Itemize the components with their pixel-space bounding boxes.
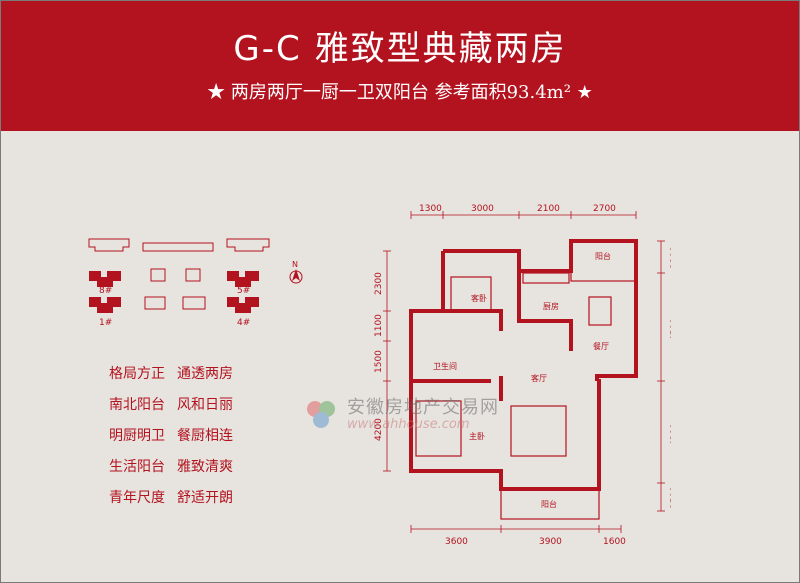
dim-bottom: 1600 (603, 537, 626, 547)
site-building (226, 238, 270, 252)
dim-top: 3000 (471, 204, 494, 214)
watermark: 安徽房地产交易网 www.ahhouse.com (301, 393, 521, 437)
header-banner: G-C 雅致型典藏两房 ★ 两房两厅一厨一卫双阳台 参考面积93.4m² ★ (1, 1, 799, 131)
dim-right: 4200 (670, 423, 671, 446)
room-label: 阳台 (595, 251, 611, 261)
feature-row: 青年尺度舒适开朗 (109, 487, 245, 518)
feature-item: 青年尺度 (109, 490, 165, 506)
feature-row: 格局方正通透两房 (109, 363, 245, 394)
wall (409, 251, 601, 491)
feature-item: 通透两房 (177, 366, 233, 382)
dim-right: 4500 (670, 318, 671, 341)
dim-bottom: 3600 (445, 537, 468, 547)
site-building (144, 296, 166, 310)
floor-plan: 1300 3000 2100 2700 3600 3900 1600 2300 … (374, 204, 671, 547)
site-building (182, 296, 206, 310)
watermark-text: 安徽房地产交易网 (347, 397, 499, 418)
wall (517, 271, 573, 351)
room-label: 卫生间 (433, 361, 457, 371)
dim-bottom: 3900 (539, 537, 562, 547)
feature-item: 舒适开朗 (177, 490, 233, 506)
dim-right: 1200 (670, 246, 671, 269)
feature-item: 明厨明卫 (109, 428, 165, 444)
feature-row: 明厨明卫餐厨相连 (109, 425, 245, 456)
room-label: 厨房 (543, 301, 559, 311)
feature-row: 生活阳台雅致清爽 (109, 456, 245, 487)
dining-table (588, 296, 612, 326)
feature-item: 格局方正 (109, 366, 165, 382)
site-building (88, 238, 130, 252)
room-label: 主卧 (469, 431, 485, 441)
sofa (510, 405, 567, 457)
feature-item: 餐厨相连 (177, 428, 233, 444)
site-building (185, 268, 201, 282)
balcony-outline (570, 240, 637, 282)
watermark-url: www.ahhouse.com (347, 417, 470, 432)
site-plan: N 8# 5# 1# 4# (88, 238, 303, 328)
site-building-8 (89, 271, 121, 287)
page-title: G-C 雅致型典藏两房 (233, 29, 567, 69)
building-label-8: 8# (99, 286, 112, 296)
site-building (142, 242, 214, 252)
feature-item: 南北阳台 (109, 397, 165, 413)
site-building-1 (89, 297, 121, 313)
dim-left: 4200 (374, 418, 384, 441)
feature-item: 雅致清爽 (177, 459, 233, 475)
bed (450, 276, 492, 312)
north-label: N (292, 260, 298, 269)
feature-list: 格局方正通透两房 南北阳台风和日丽 明厨明卫餐厨相连 生活阳台雅致清爽 青年尺度… (109, 363, 245, 518)
building-label-1: 1# (99, 318, 112, 328)
building-label-5: 5# (237, 286, 250, 296)
dim-left: 2300 (374, 272, 384, 295)
dim-left: 1500 (374, 350, 384, 373)
site-building-4 (227, 297, 259, 313)
site-building-5 (227, 271, 259, 287)
kitchen-counter (522, 272, 570, 284)
feature-item: 生活阳台 (109, 459, 165, 475)
dim-top: 2700 (593, 204, 616, 214)
bed (415, 400, 462, 457)
watermark-logo-icon (307, 401, 335, 428)
dim-right: 1500 (670, 486, 671, 509)
room-label: 餐厅 (593, 342, 609, 351)
dim-top: 1300 (419, 204, 442, 214)
wall (443, 309, 503, 331)
feature-item: 风和日丽 (177, 397, 233, 413)
building-label-4: 4# (237, 318, 250, 328)
dim-top: 2100 (537, 204, 560, 214)
balcony-outline (500, 488, 600, 520)
site-building (150, 268, 166, 282)
page-subtitle: ★ 两房两厅一厨一卫双阳台 参考面积93.4m² ★ (207, 82, 593, 103)
room-label: 客厅 (531, 373, 547, 383)
room-label: 客卧 (471, 293, 487, 303)
room-label: 阳台 (541, 499, 557, 509)
feature-row: 南北阳台风和日丽 (109, 394, 245, 425)
dim-left: 1100 (374, 314, 384, 337)
